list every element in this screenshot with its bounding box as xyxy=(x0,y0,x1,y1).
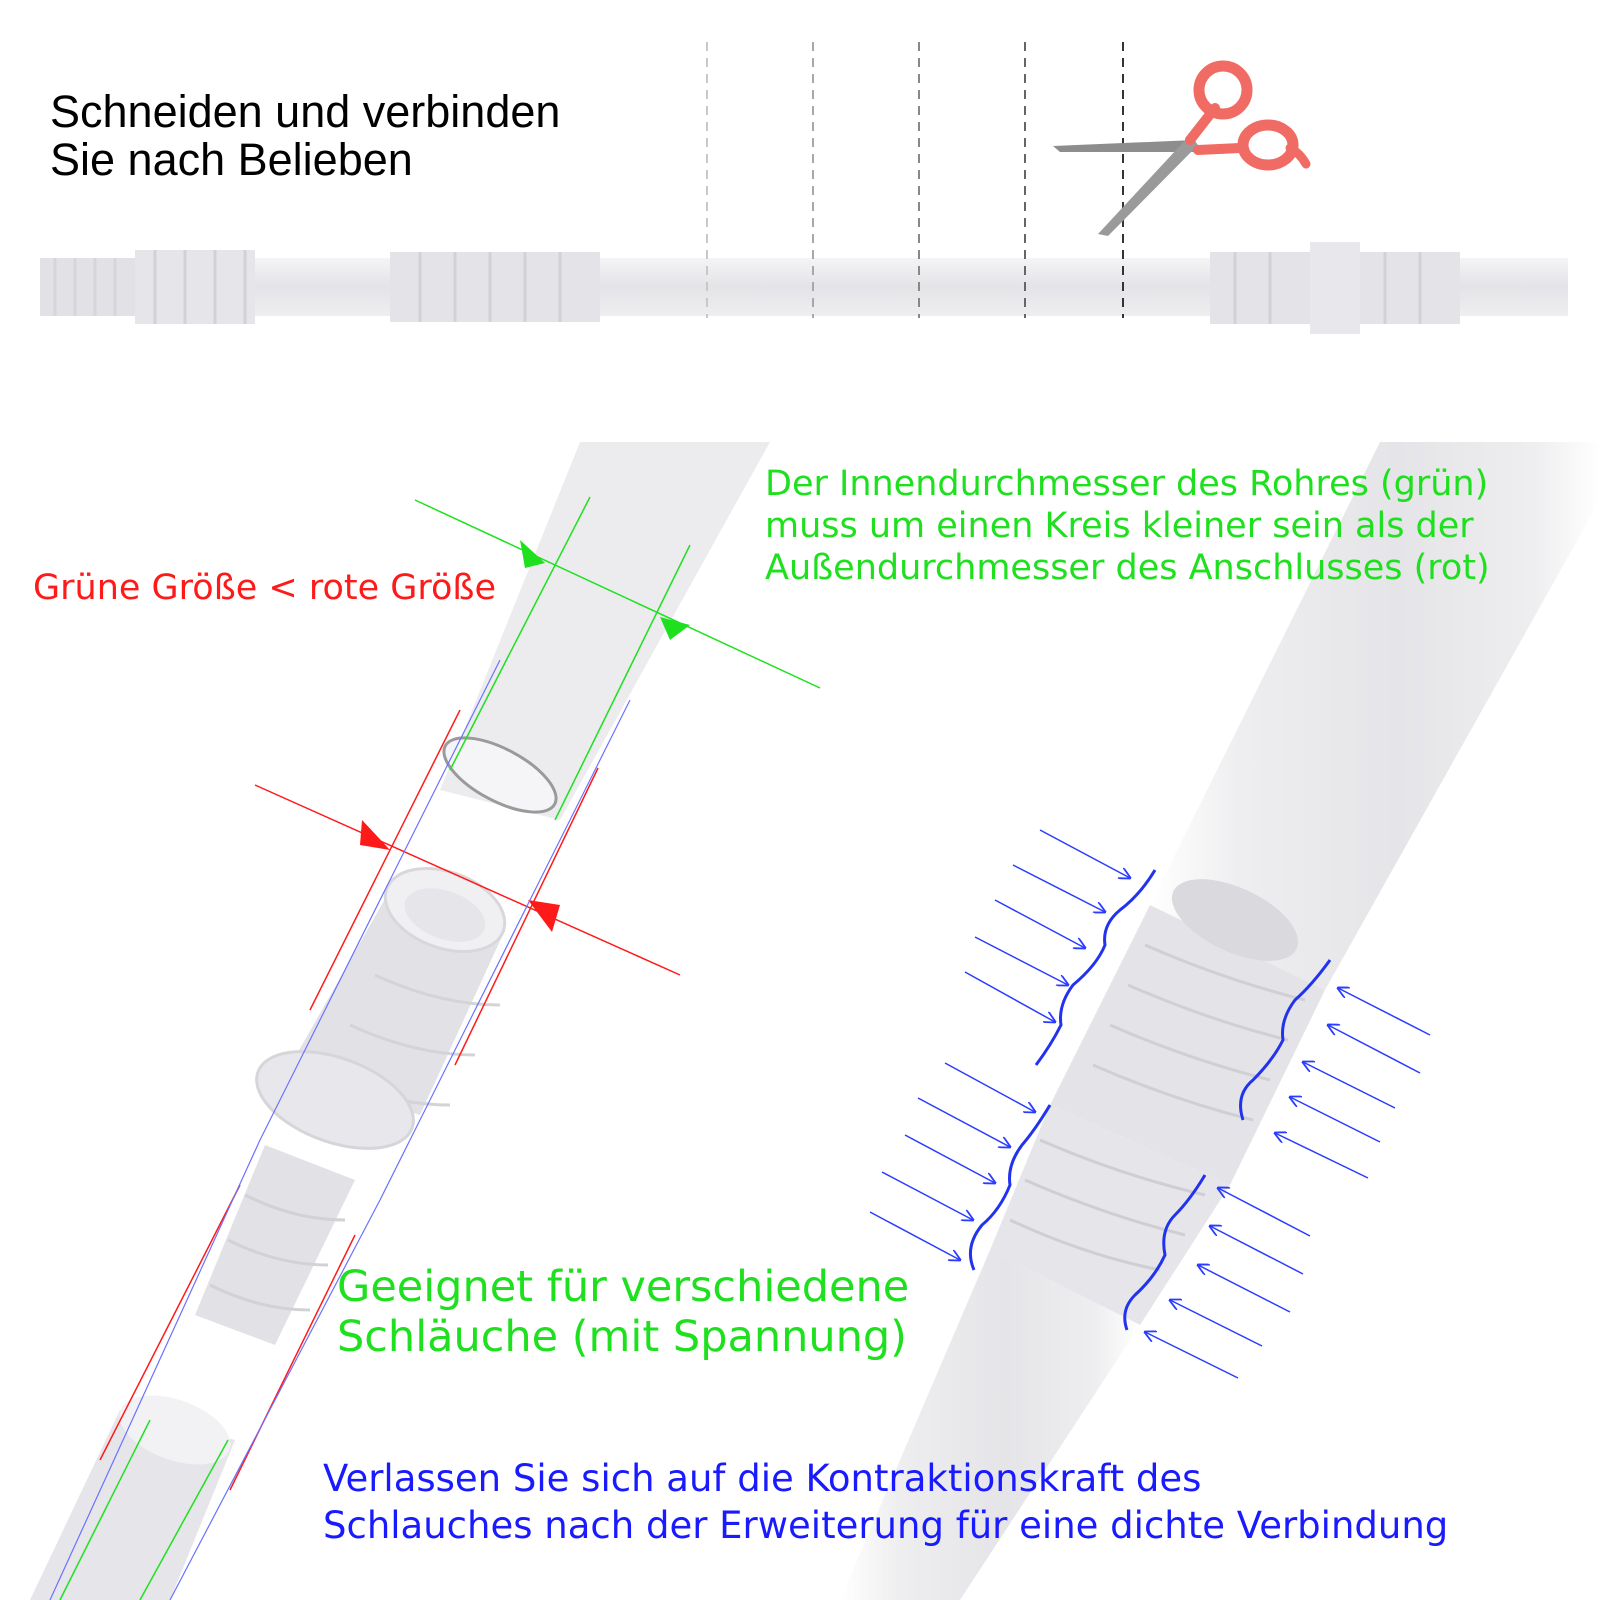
note-line: muss um einen Kreis kleiner sein als der xyxy=(765,506,1474,546)
note-line: Schläuche (mit Spannung) xyxy=(337,1312,907,1362)
size-compare-label: Grüne Größe < rote Größe xyxy=(33,568,496,608)
horizontal-tube xyxy=(40,242,1568,334)
inner-diameter-note: Der Innendurchmesser des Rohres (grün) m… xyxy=(765,463,1490,589)
heading-line: Schneiden und verbinden xyxy=(50,86,561,137)
contraction-note: Verlassen Sie sich auf die Kontraktionsk… xyxy=(323,1455,1448,1549)
suitable-note: Geeignet für verschiedene Schläuche (mit… xyxy=(337,1262,909,1362)
cut-lines xyxy=(706,42,1124,318)
scissors-icon xyxy=(1053,60,1311,236)
note-line: Schlauches nach der Erweiterung für eine… xyxy=(323,1504,1449,1547)
note-line: Außendurchmesser des Anschlusses (rot) xyxy=(765,548,1490,588)
note-line: Geeignet für verschiedene xyxy=(337,1262,910,1312)
heading: Schneiden und verbinden Sie nach Beliebe… xyxy=(50,88,560,184)
note-line: Der Innendurchmesser des Rohres (grün) xyxy=(765,464,1489,504)
note-line: Verlassen Sie sich auf die Kontraktionsk… xyxy=(323,1457,1202,1500)
assembled-tube xyxy=(840,442,1600,1600)
heading-line: Sie nach Belieben xyxy=(50,134,413,185)
exploded-connector xyxy=(30,442,821,1600)
